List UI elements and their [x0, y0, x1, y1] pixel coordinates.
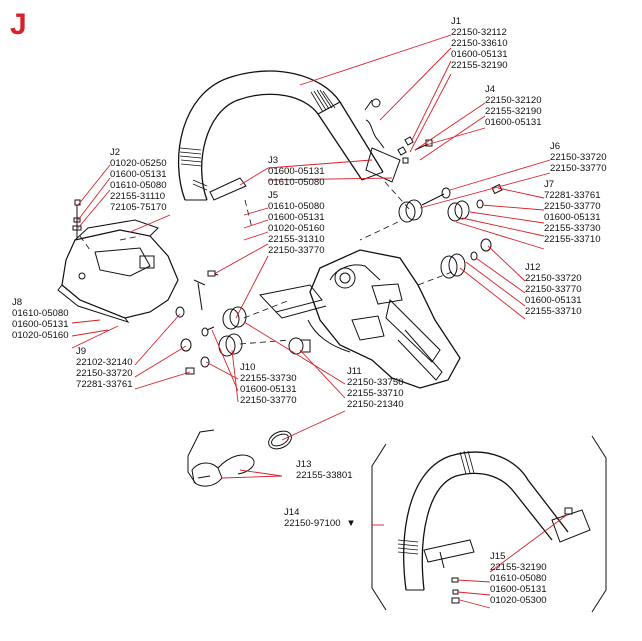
group-j14: J14 22150-97100 ▼ [284, 507, 356, 529]
part-number[interactable]: 22150-33770 [268, 245, 325, 256]
part-number[interactable]: 22102-32140 [76, 357, 133, 368]
group-title: J1 [451, 16, 462, 27]
handle-assembly-inset-drawing [397, 450, 591, 604]
part-number[interactable]: 22150-21340 [347, 399, 404, 410]
part-number[interactable]: 22155-33730 [544, 223, 601, 234]
group-title: J4 [485, 84, 496, 95]
part-number[interactable]: 01600-05131 [240, 384, 297, 395]
group-title: J13 [296, 459, 312, 470]
group-title: J7 [544, 179, 555, 190]
part-number[interactable]: 01600-05131 [268, 212, 325, 223]
part-number[interactable]: 01020-05160 [12, 330, 69, 341]
part-number[interactable]: 22150-33720 [76, 368, 133, 379]
part-number[interactable]: 01600-05131 [268, 166, 325, 177]
part-number[interactable]: 72281-33761 [544, 190, 601, 201]
part-number[interactable]: 72281-33761 [76, 379, 133, 390]
part-number[interactable]: 22150-33770 [240, 395, 297, 406]
part-number[interactable]: 22155-32190 [451, 60, 508, 71]
part-number[interactable]: 22150-33770 [544, 201, 601, 212]
group-j6: J6 22150-33720 22150-33770 [550, 141, 607, 174]
group-j1: J1 22150-32112 22150-33610 01600-05131 2… [451, 16, 508, 71]
j13-frame-drawing-2 [187, 456, 197, 485]
group-j2: J2 01020-05250 01600-05131 01610-05080 2… [110, 147, 167, 213]
part-number[interactable]: 01610-05080 [268, 201, 325, 212]
part-number[interactable]: 01610-05080 [490, 573, 547, 584]
part-number[interactable]: 22155-33710 [347, 388, 404, 399]
part-number[interactable]: 22155-32190 [485, 106, 542, 117]
part-number[interactable]: 01610-05080 [268, 177, 325, 188]
part-number[interactable]: 01600-05131 [451, 49, 508, 60]
part-number[interactable]: 22155-33710 [525, 306, 582, 317]
group-title: J2 [110, 147, 121, 158]
group-j13: J13 22155-33801 [296, 459, 353, 481]
saw-body-drawing [259, 249, 461, 389]
part-number[interactable]: 22155-33801 [296, 470, 353, 481]
antivibration-mounts-drawing [175, 183, 503, 375]
part-number[interactable]: 22150-32120 [485, 95, 542, 106]
group-title: J6 [550, 141, 561, 152]
group-title: J12 [525, 262, 541, 273]
part-number[interactable]: 01600-05131 [110, 169, 167, 180]
part-number[interactable]: 01020-05300 [490, 595, 547, 606]
part-number[interactable]: 22150-33750 [347, 377, 404, 388]
part-number[interactable]: 01600-05131 [525, 295, 582, 306]
part-number[interactable]: 22150-33720 [550, 152, 607, 163]
part-number[interactable]: 22150-32112 [451, 27, 507, 38]
part-number[interactable]: 01020-05160 [268, 223, 325, 234]
group-j15: J15 22155-32190 01610-05080 01600-05131 … [490, 551, 547, 606]
group-title: J9 [76, 346, 87, 357]
j4-fasteners-drawing [397, 136, 433, 164]
leader-lines [71, 34, 569, 609]
group-title: J8 [12, 297, 23, 308]
part-number[interactable]: 22150-33770 [550, 163, 607, 174]
front-handle-drawing [177, 70, 401, 201]
group-title: J10 [240, 362, 256, 373]
part-number[interactable]: 22150-97100 [284, 518, 341, 529]
part-number[interactable]: 01600-05131 [485, 117, 542, 128]
group-title: J11 [347, 366, 362, 377]
group-j7: J7 72281-33761 22150-33770 01600-05131 2… [544, 179, 601, 245]
group-title: J3 [268, 155, 279, 166]
group-j10: J10 22155-33730 01600-05131 22150-33770 [240, 362, 297, 406]
part-number[interactable]: 22155-33730 [240, 373, 297, 384]
group-j4: J4 22150-32120 22155-32190 01600-05131 [485, 84, 542, 128]
part-number[interactable]: 22155-31110 [110, 191, 166, 202]
group-j11: J11 22150-33750 22155-33710 22150-21340 [347, 366, 404, 410]
part-number[interactable]: 01600-05131 [544, 212, 601, 223]
part-number[interactable]: 01600-05131 [490, 584, 547, 595]
group-title: J14 [284, 507, 300, 518]
part-number[interactable]: 01600-05131 [12, 319, 69, 330]
group-title: J15 [490, 551, 506, 562]
part-number[interactable]: 01020-05250 [110, 158, 167, 169]
part-number[interactable]: 22150-33720 [525, 273, 582, 284]
group-title: J5 [268, 190, 279, 201]
part-number[interactable]: 22155-32190 [490, 562, 547, 573]
top-cover-drawing [57, 219, 179, 323]
inset-frame-drawing [371, 435, 607, 613]
j2-screw-drawing [72, 199, 82, 238]
part-number[interactable]: 22155-33710 [544, 234, 601, 245]
part-number[interactable]: 72105-75170 [110, 202, 167, 213]
part-number[interactable]: 22155-31310 [268, 234, 325, 245]
part-number[interactable]: 22150-33770 [525, 284, 582, 295]
part-number[interactable]: 22150-33610 [451, 38, 508, 49]
triangle-marker-icon: ▼ [346, 518, 356, 529]
group-j3: J3 01600-05131 01610-05080 [268, 155, 325, 188]
group-j8: J8 01610-05080 01600-05131 01020-05160 [12, 297, 69, 341]
group-j12: J12 22150-33720 22150-33770 01600-05131 … [525, 262, 582, 317]
part-number[interactable]: 01610-05080 [12, 308, 69, 319]
part-number[interactable]: 01610-05080 [110, 180, 167, 191]
group-j9: J9 22102-32140 22150-33720 72281-33761 [76, 346, 133, 390]
page-letter: J [10, 8, 27, 41]
j13-frame-drawing [187, 429, 215, 457]
group-j5: J5 01610-05080 01600-05131 01020-05160 2… [268, 190, 325, 256]
